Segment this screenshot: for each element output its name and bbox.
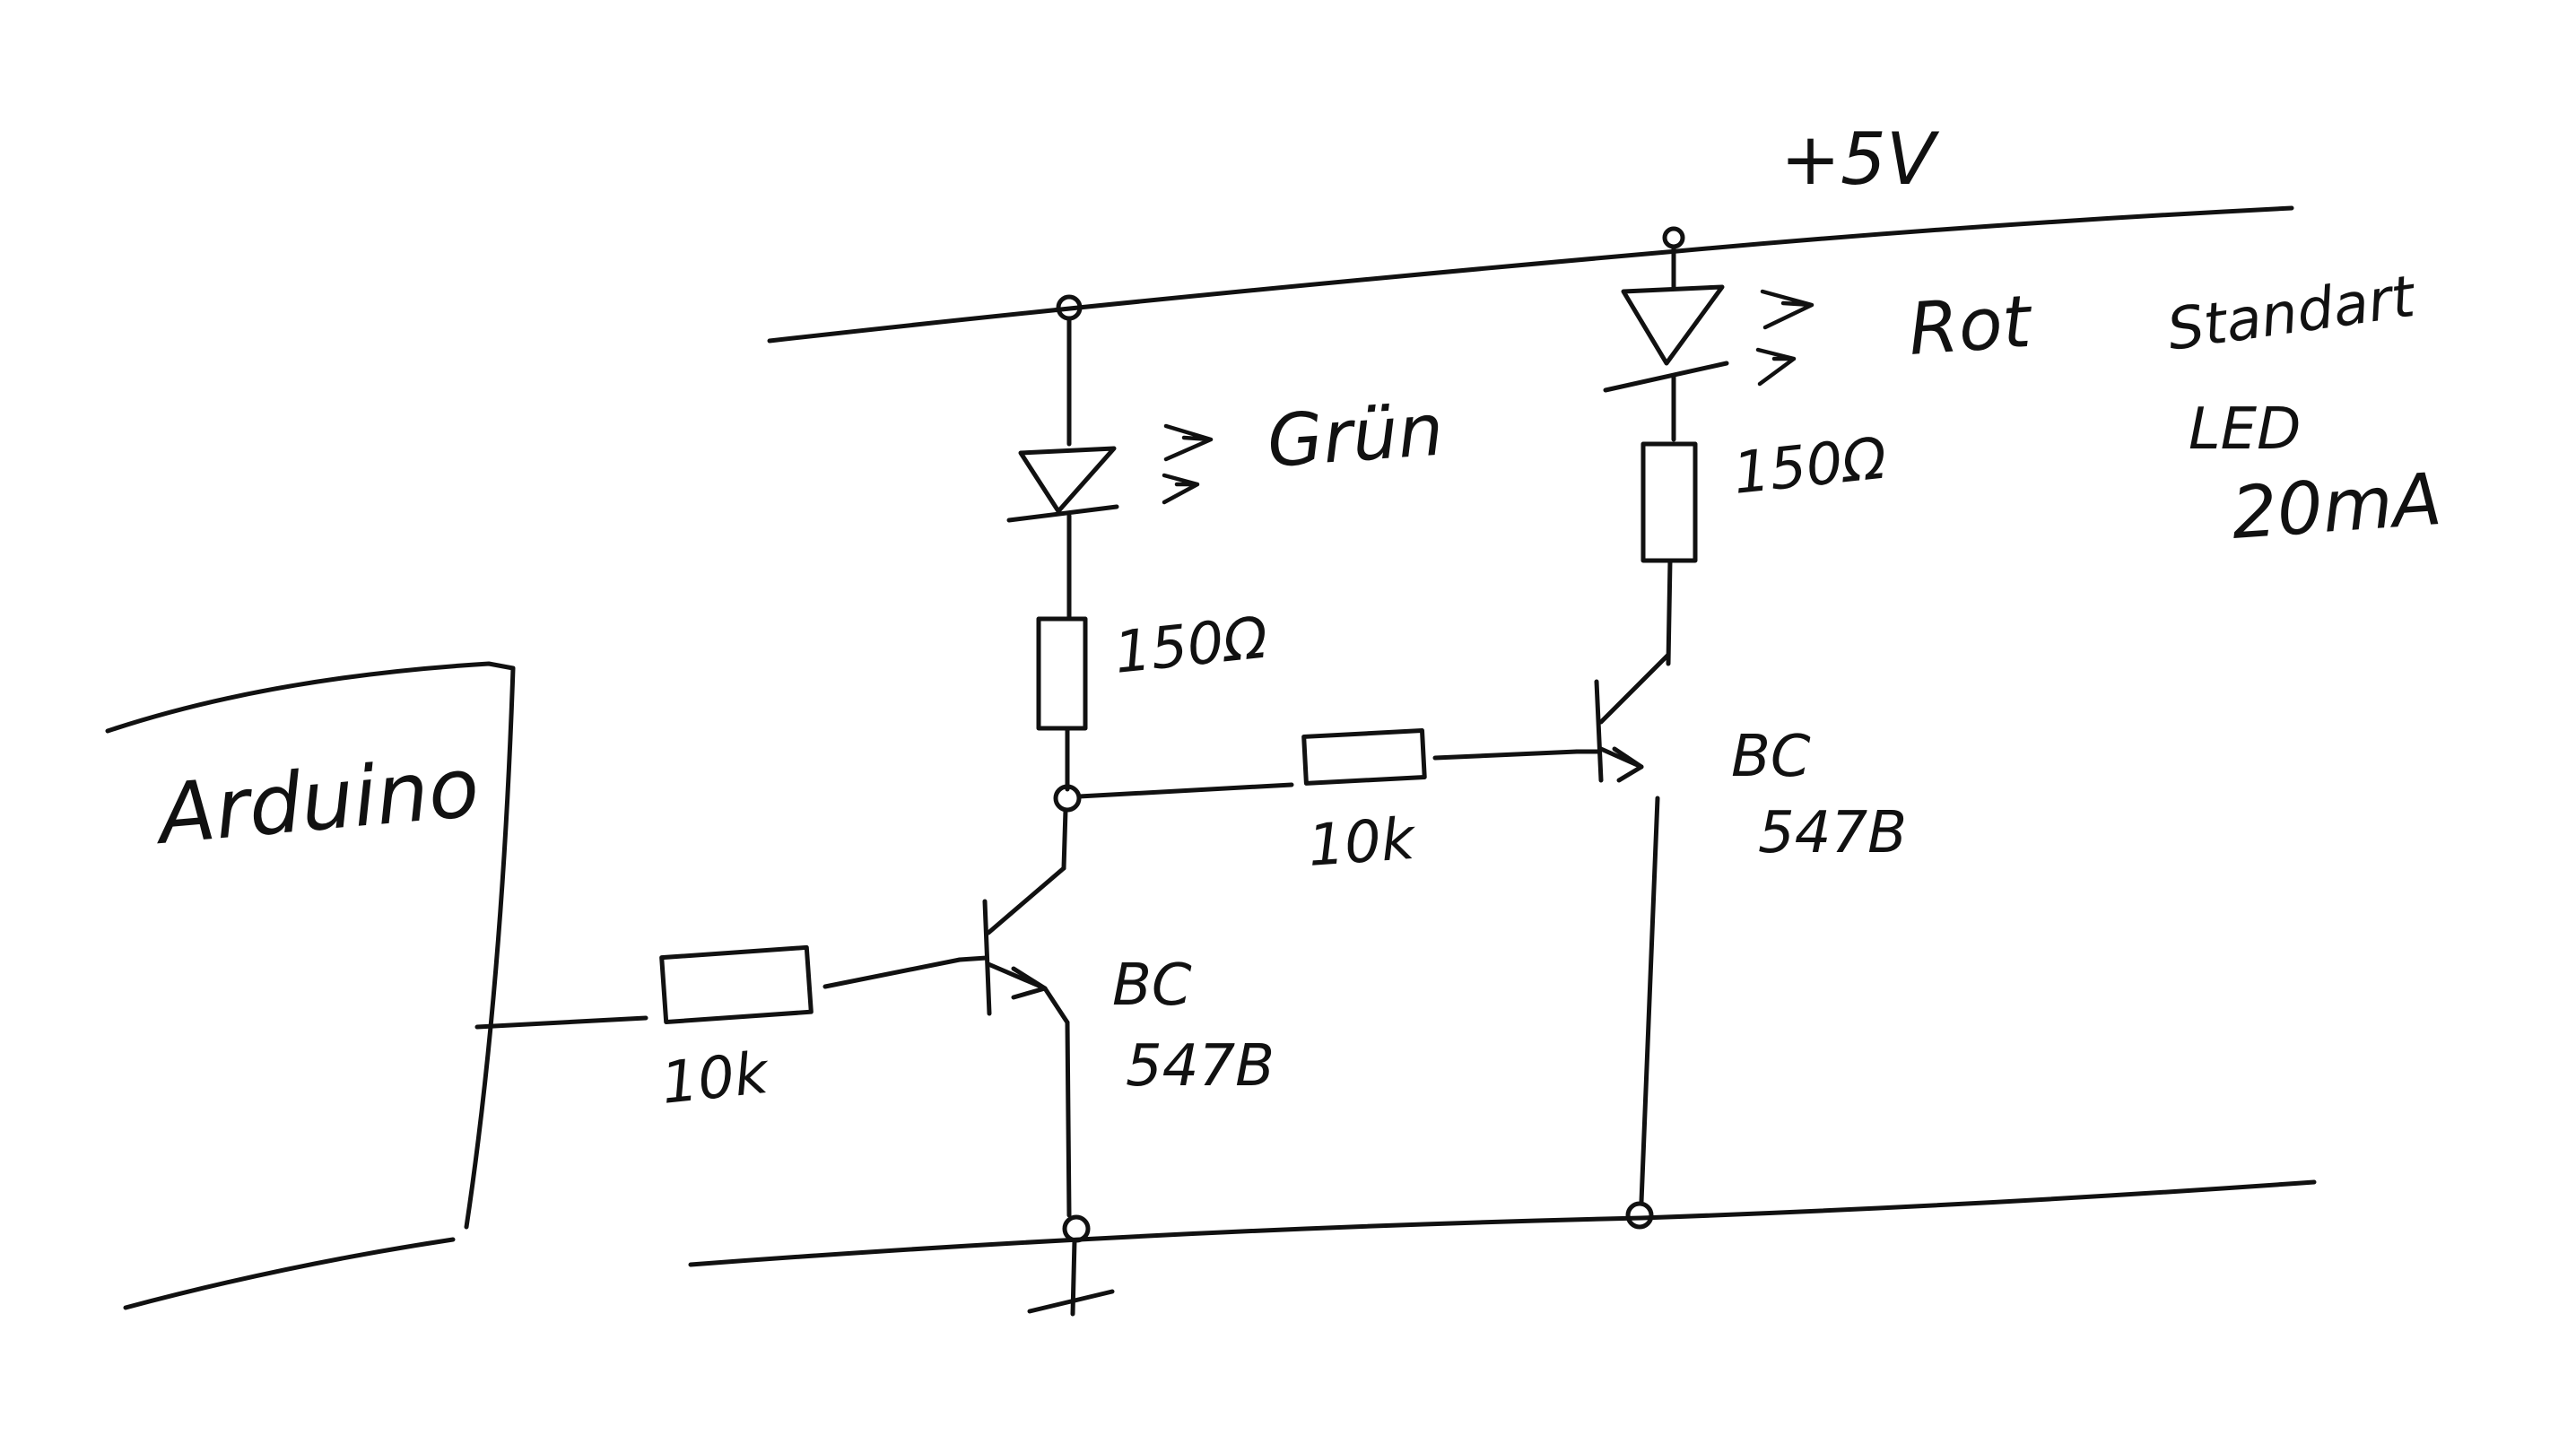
arduino-label: Arduino bbox=[151, 739, 483, 863]
base-resistor-2 bbox=[1301, 728, 1427, 786]
arduino-output-wire bbox=[474, 1015, 648, 1030]
note-line1: Standart bbox=[2163, 264, 2421, 364]
supply-label: +5V bbox=[1780, 117, 1940, 201]
wire-red-resistor-to-collector bbox=[1666, 558, 1673, 666]
wire-emitter-2-to-ground bbox=[1639, 796, 1660, 1205]
transistor-1-label-line1: BC bbox=[1112, 953, 1192, 1019]
ground-symbol bbox=[1027, 1238, 1115, 1317]
red-led-bar bbox=[1603, 361, 1729, 393]
base-wire-2 bbox=[1432, 749, 1580, 761]
wire-emitter-1-to-ground bbox=[1065, 1020, 1072, 1218]
green-led-arrow-1 bbox=[1163, 423, 1214, 462]
transistor-1-collector bbox=[986, 866, 1066, 935]
transistor-2-label-line1: BC bbox=[1731, 724, 1811, 790]
transistor-2-base-bar bbox=[1594, 679, 1604, 783]
wire-node-to-collector-1 bbox=[1061, 807, 1068, 871]
red-led-triangle bbox=[1621, 284, 1725, 366]
ground-rail bbox=[688, 1179, 2317, 1267]
transistor-2-label-line2: 547B bbox=[1758, 800, 1907, 866]
green-led-label: Grün bbox=[1265, 387, 1446, 483]
red-led-arrow-1 bbox=[1760, 289, 1815, 330]
green-led-arrow-2 bbox=[1162, 473, 1200, 505]
transistor-1 bbox=[957, 866, 1070, 1025]
transistor-2-arrow bbox=[1612, 746, 1644, 783]
ground-node-left bbox=[1062, 1214, 1091, 1243]
green-led-bar bbox=[1006, 504, 1119, 523]
green-led bbox=[1006, 423, 1214, 523]
base-resistor-2-label: 10k bbox=[1306, 806, 1419, 880]
note-line3: 20mA bbox=[2229, 457, 2444, 555]
wire-node-to-base-resistor-2 bbox=[1076, 782, 1294, 799]
transistor-2 bbox=[1574, 652, 1671, 783]
ground-node-right bbox=[1625, 1201, 1654, 1230]
transistor-2-collector bbox=[1598, 652, 1671, 725]
red-led bbox=[1603, 284, 1815, 393]
transistor-1-arrow bbox=[1011, 966, 1048, 1000]
rail-node-right bbox=[1662, 226, 1685, 249]
supply-rail bbox=[767, 205, 2294, 344]
green-resistor-label: 150Ω bbox=[1111, 605, 1271, 686]
red-led-arrow-2 bbox=[1755, 347, 1797, 387]
transistor-1-label-line2: 547B bbox=[1126, 1033, 1275, 1100]
red-resistor-label: 150Ω bbox=[1730, 425, 1890, 507]
transistor-1-base-lead bbox=[957, 955, 989, 962]
base-resistor-1-label: 10k bbox=[658, 1040, 774, 1118]
base-resistor-1 bbox=[659, 944, 814, 1024]
red-resistor bbox=[1640, 441, 1698, 563]
green-led-triangle bbox=[1018, 446, 1117, 514]
base-wire-1 bbox=[822, 957, 962, 989]
green-resistor bbox=[1036, 616, 1088, 731]
arduino-box bbox=[105, 661, 516, 1310]
red-led-label: Rot bbox=[1906, 280, 2036, 371]
note-line2: LED bbox=[2189, 396, 2301, 463]
